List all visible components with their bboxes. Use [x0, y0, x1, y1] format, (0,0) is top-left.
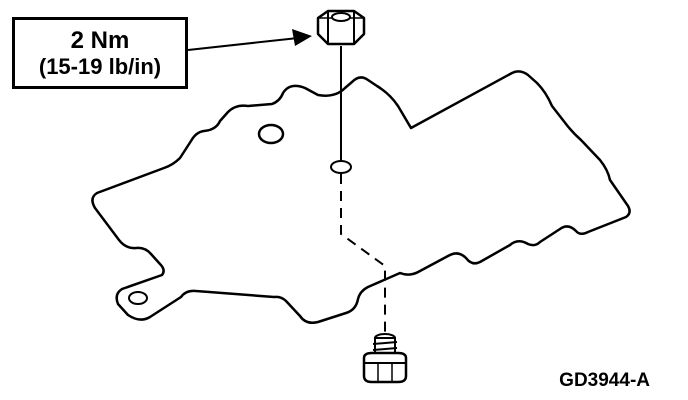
screw-hole [330, 160, 352, 174]
alignment-line-dashed [340, 174, 386, 333]
leader-arrowhead [292, 29, 312, 46]
plate-outline [91, 70, 631, 324]
mounting-hole [128, 291, 148, 305]
plate-hole [257, 123, 285, 145]
stud-screw [362, 333, 408, 384]
torque-callout: 2 Nm (15-19 lb/in) [12, 17, 188, 89]
torque-metric-label: 2 Nm [70, 26, 130, 54]
hex-nut [316, 9, 366, 46]
torque-imperial-label: (15-19 lb/in) [38, 54, 162, 80]
leader-line [187, 37, 299, 51]
figure-code-label: GD3944-A [559, 370, 650, 391]
